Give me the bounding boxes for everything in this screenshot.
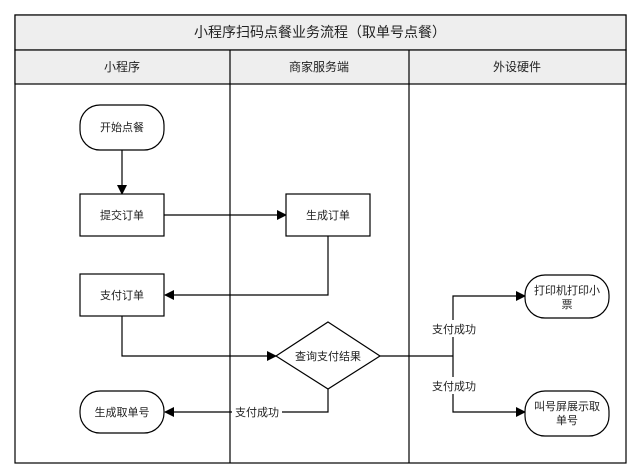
diagram-title: 小程序扫码点餐业务流程（取单号点餐） <box>194 25 446 41</box>
node-pay-order-label: 支付订单 <box>100 289 144 302</box>
node-printer <box>524 274 610 319</box>
edge-generate-to-pay <box>164 236 329 300</box>
node-submit-order-label: 提交订单 <box>100 208 144 222</box>
node-query-payment-label: 查询支付结果 <box>295 349 361 363</box>
node-call-screen-label-line1: 叫号屏展示取 <box>534 400 600 413</box>
node-printer-label-line2: 票 <box>562 298 573 311</box>
node-generate-order <box>285 193 371 237</box>
lane-mini-program: 小程序 <box>104 59 140 74</box>
edge-label-bg-lower <box>430 377 480 394</box>
node-call-screen <box>524 390 610 437</box>
lane-peripheral-hardware: 外设硬件 <box>493 60 541 74</box>
edge-label-pay-success-left: 支付成功 <box>235 406 279 419</box>
edge-label-pay-success-lower: 支付成功 <box>432 380 476 393</box>
title-bar <box>14 14 627 51</box>
node-generate-ticket-label: 生成取单号 <box>95 405 150 419</box>
edge-branch-to-screen <box>452 356 526 417</box>
node-start-label: 开始点餐 <box>100 120 144 134</box>
lane-header-row <box>14 49 627 85</box>
lane-merchant-server: 商家服务端 <box>289 59 349 74</box>
node-start <box>79 104 165 151</box>
edge-label-pay-success-upper: 支付成功 <box>432 323 476 336</box>
edge-label-bg-left <box>232 403 282 420</box>
edge-query-to-ticket <box>164 389 329 417</box>
node-generate-ticket <box>79 390 165 434</box>
node-pay-order <box>79 273 165 317</box>
edge-label-bg-upper <box>430 320 480 337</box>
edge-pay-to-query <box>121 316 277 361</box>
node-generate-order-label: 生成订单 <box>306 208 350 222</box>
diagram-frame <box>14 14 627 464</box>
node-query-payment-decision <box>274 321 382 390</box>
node-printer-label-line1: 打印机打印小 <box>534 283 600 297</box>
node-call-screen-label-line2: 单号 <box>556 414 578 427</box>
node-submit-order <box>79 193 165 237</box>
